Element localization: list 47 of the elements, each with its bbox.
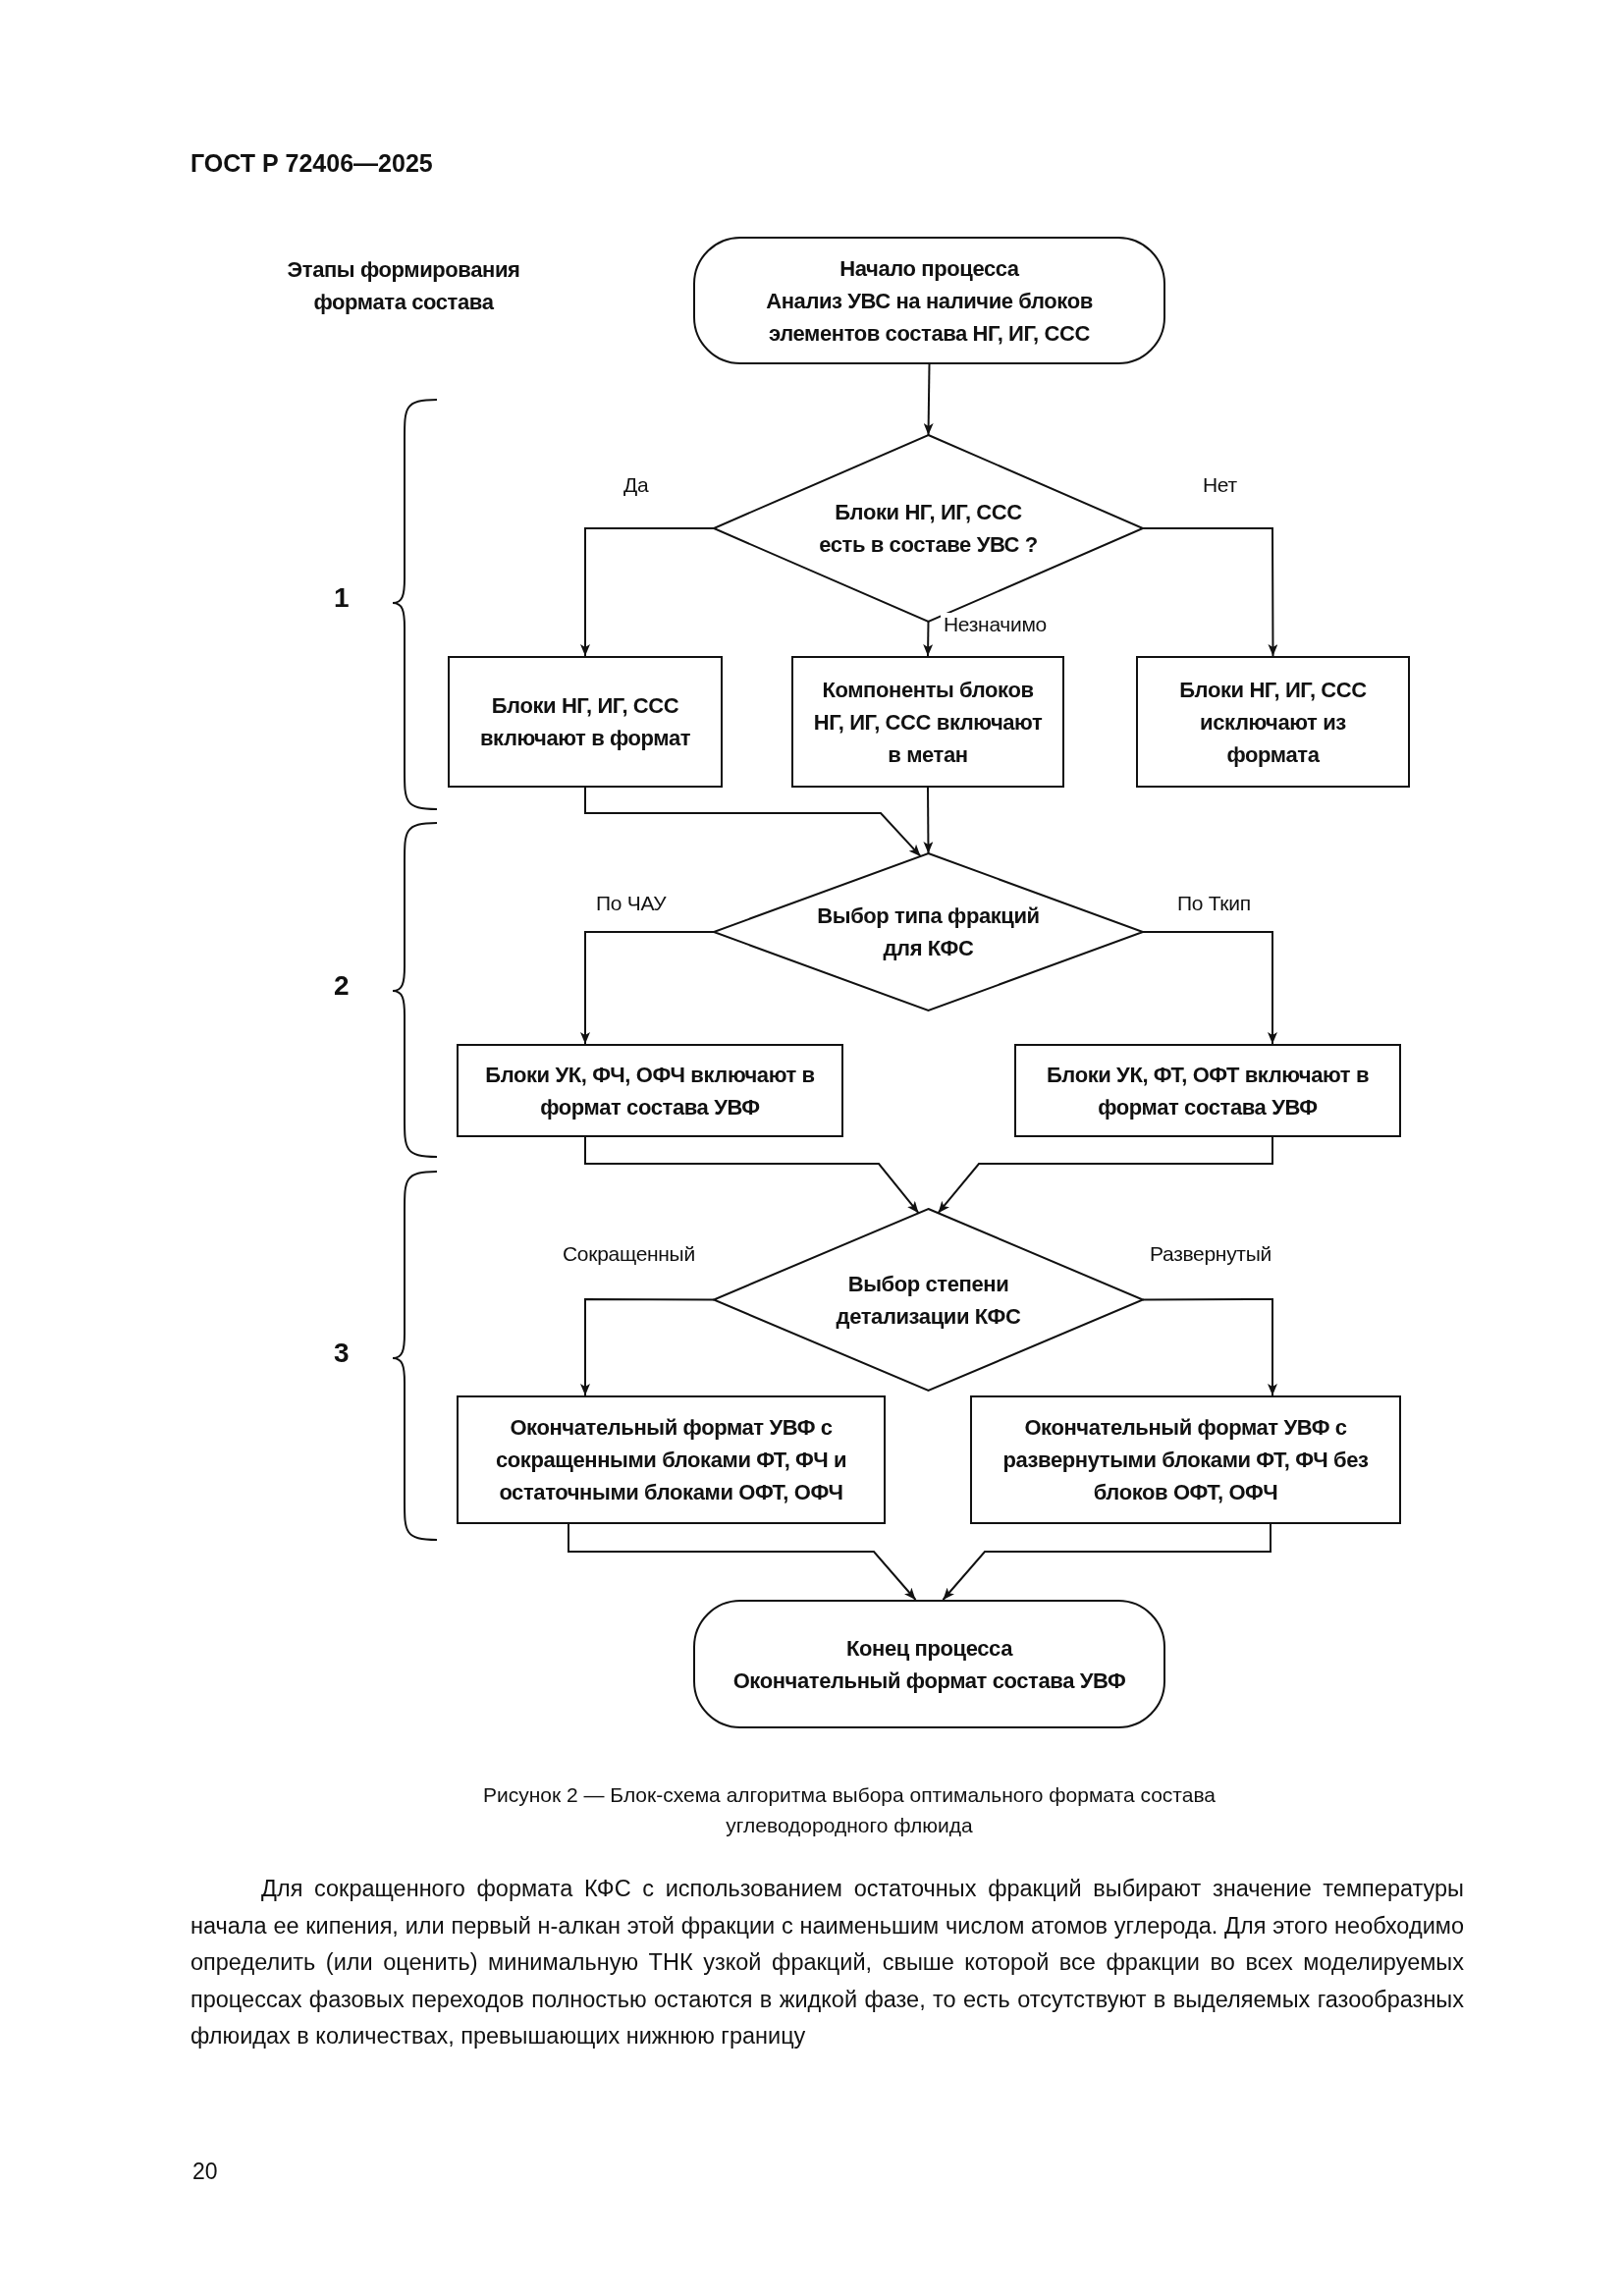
arrow bbox=[580, 527, 715, 657]
arrow bbox=[923, 787, 934, 854]
arrow bbox=[584, 1136, 920, 1215]
arrow bbox=[1142, 1298, 1277, 1396]
node-text: Блоки НГ, ИГ, ССС есть в составе УВС ? bbox=[818, 499, 1039, 559]
page-header: ГОСТ Р 72406—2025 bbox=[190, 149, 433, 178]
arrow bbox=[580, 1298, 715, 1396]
node-text: Блоки УК, ФТ, ОФТ включают в формат состава УВФ bbox=[1045, 1061, 1371, 1121]
node-text: Конец процесса bbox=[845, 1634, 1012, 1663]
node-text: Блоки НГ, ИГ, ССС включают в формат bbox=[478, 692, 692, 752]
body-paragraph: Для сокращенного формата КФС с использованием остаточных фракций выбирают значение температуры начала ее кипения, или первый н-алкан этой фракции с наименьшим числом атомов углерода. Для этого необходимо определить (или оценить) минимальную ТНК узкой фракций, свыше которой все фракции во всех моделируемых процессах фазовых переходов полностью остаются в жидкой фазе, то есть отсутствуют в выделяемых газообразных флюидах в количествах, превышающих нижнюю границу bbox=[190, 1875, 1464, 2050]
arrow bbox=[942, 1523, 1271, 1601]
process-box bbox=[1136, 656, 1410, 788]
terminal-shape bbox=[693, 237, 1165, 364]
column-heading: Этапы формирования формата состава bbox=[286, 256, 521, 316]
process-box bbox=[1014, 1044, 1401, 1137]
arrow bbox=[580, 931, 715, 1045]
node-text: Окончательный формат УВФ с развернутыми блоками ФТ, ФЧ без блоков ОФТ, ОФЧ bbox=[1001, 1414, 1370, 1506]
node-text: Окончательный формат состава УВФ bbox=[732, 1667, 1126, 1695]
stage-number: 1 bbox=[334, 582, 350, 614]
node-text: Начало процесса bbox=[839, 254, 1019, 283]
figure-caption: Рисунок 2 — Блок-схема алгоритма выбора оптимального формата состава углеводородного флюида bbox=[481, 1782, 1217, 1838]
stage-number: 2 bbox=[334, 970, 350, 1002]
node-text: Выбор степени детализации КФС bbox=[835, 1270, 1022, 1331]
arrow bbox=[584, 787, 922, 857]
node-text: Компоненты блоков НГ, ИГ, ССС включают в метан bbox=[812, 676, 1044, 769]
arrow bbox=[937, 1136, 1273, 1215]
node-text: Выбор типа фракций для КФС bbox=[816, 902, 1041, 962]
arrow bbox=[1142, 527, 1278, 657]
node-text: Анализ УВС на наличие блоков элементов состава НГ, ИГ, ССС bbox=[765, 287, 1094, 348]
arrow bbox=[923, 363, 934, 436]
decision-diamond bbox=[714, 1209, 1143, 1391]
process-box bbox=[457, 1044, 843, 1137]
arrow bbox=[568, 1523, 917, 1601]
node-text: Блоки НГ, ИГ, ССС исключают из формата bbox=[1178, 676, 1368, 769]
process-box bbox=[457, 1395, 886, 1524]
node-text: Блоки УК, ФЧ, ОФЧ включают в формат состава УВФ bbox=[484, 1061, 816, 1121]
arrow bbox=[923, 621, 934, 657]
page-number: 20 bbox=[192, 2159, 218, 2185]
decision-diamond bbox=[714, 853, 1143, 1011]
arrow bbox=[1142, 931, 1277, 1045]
process-box bbox=[791, 656, 1064, 788]
terminal-shape bbox=[693, 1600, 1165, 1728]
process-box bbox=[970, 1395, 1401, 1524]
process-box bbox=[448, 656, 723, 788]
stage-number: 3 bbox=[334, 1338, 350, 1369]
node-text: Окончательный формат УВФ с сокращенными блоками ФТ, ФЧ и остаточными блоками ОФТ, ОФЧ bbox=[494, 1414, 848, 1506]
